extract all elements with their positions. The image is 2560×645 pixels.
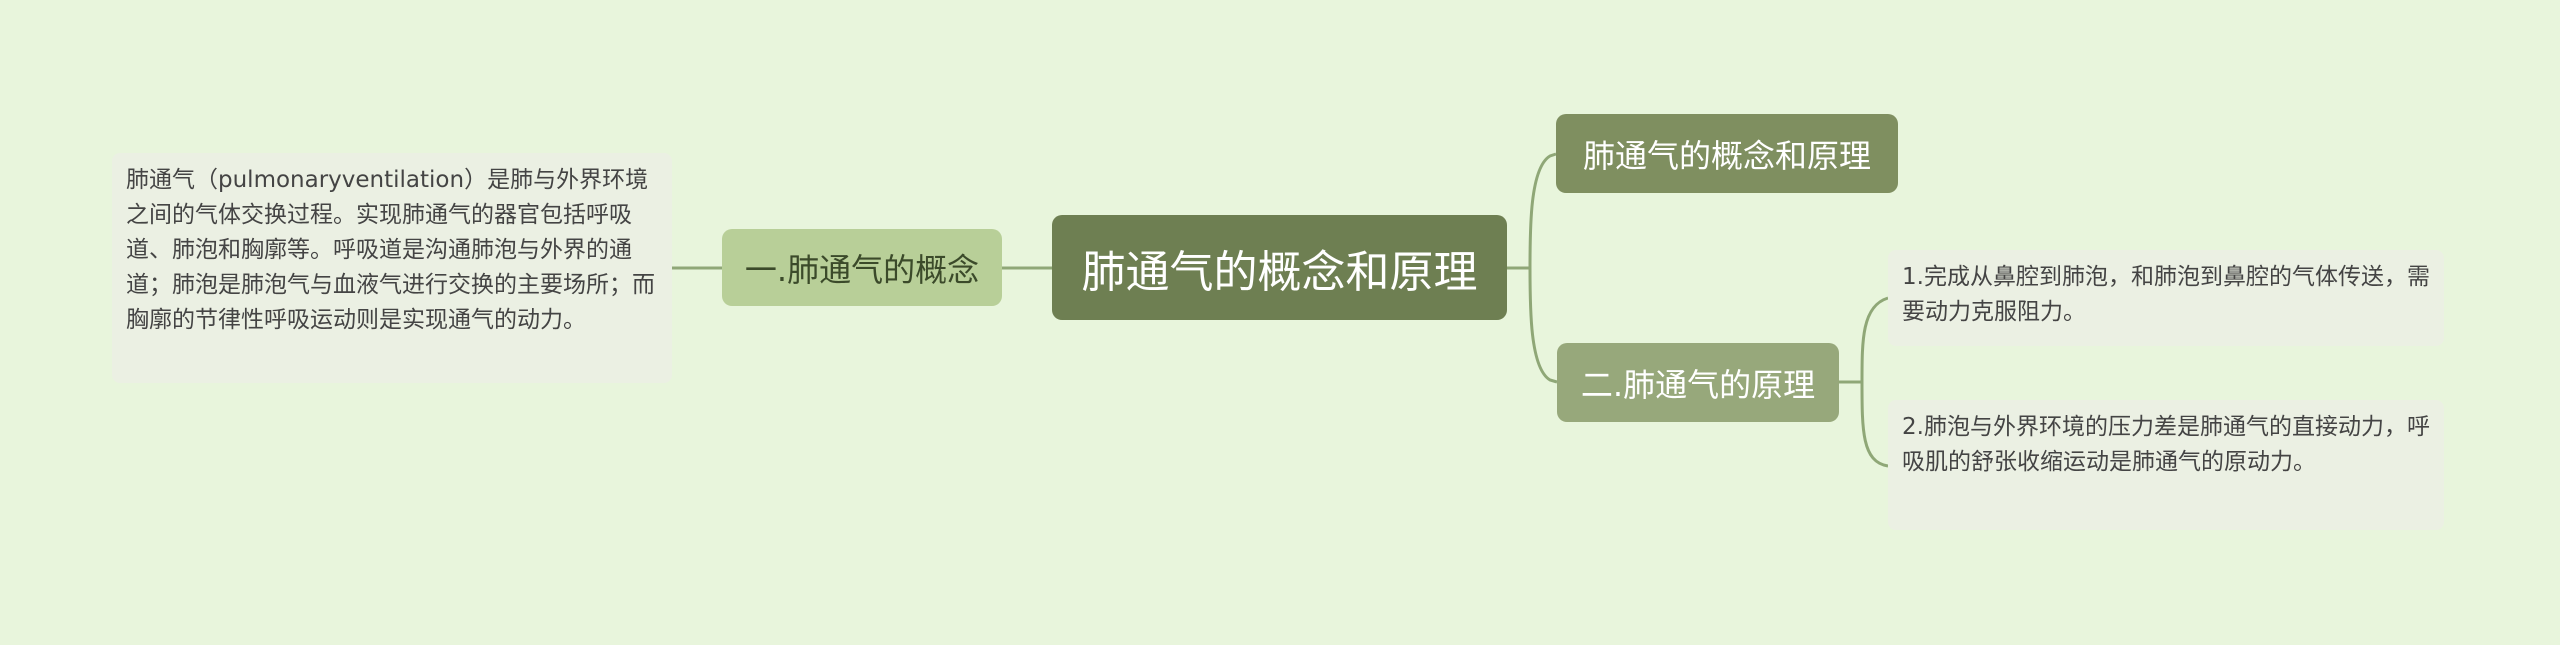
branch-node-concept-label: 一.肺通气的概念 [744,250,980,289]
branch-node-concept[interactable]: 一.肺通气的概念 [722,229,1002,306]
connector-root-right-branches [1507,152,1558,384]
root-node-label: 肺通气的概念和原理 [1081,246,1478,298]
branch-node-principle[interactable]: 二.肺通气的原理 [1557,343,1839,422]
root-node[interactable]: 肺通气的概念和原理 [1052,215,1507,320]
branch-node-title[interactable]: 肺通气的概念和原理 [1556,114,1898,193]
leaf-node-principle-point-1-text: 1.完成从鼻腔到肺泡，和肺泡到鼻腔的气体传送，需要动力克服阻力。 [1902,264,2430,325]
leaf-node-concept-detail[interactable]: 肺通气（pulmonaryventilation）是肺与外界环境之间的气体交换过… [112,153,672,383]
branch-node-principle-label: 二.肺通气的原理 [1580,365,1816,404]
branch-node-title-label: 肺通气的概念和原理 [1582,136,1871,175]
leaf-node-principle-point-2-text: 2.肺泡与外界环境的压力差是肺通气的直接动力，呼吸肌的舒张收缩运动是肺通气的原动… [1902,414,2430,475]
leaf-node-concept-detail-text: 肺通气（pulmonaryventilation）是肺与外界环境之间的气体交换过… [126,167,655,333]
leaf-node-principle-point-2[interactable]: 2.肺泡与外界环境的压力差是肺通气的直接动力，呼吸肌的舒张收缩运动是肺通气的原动… [1888,400,2444,530]
connector-branch2-points [1839,296,1889,468]
leaf-node-principle-point-1[interactable]: 1.完成从鼻腔到肺泡，和肺泡到鼻腔的气体传送，需要动力克服阻力。 [1888,250,2444,346]
